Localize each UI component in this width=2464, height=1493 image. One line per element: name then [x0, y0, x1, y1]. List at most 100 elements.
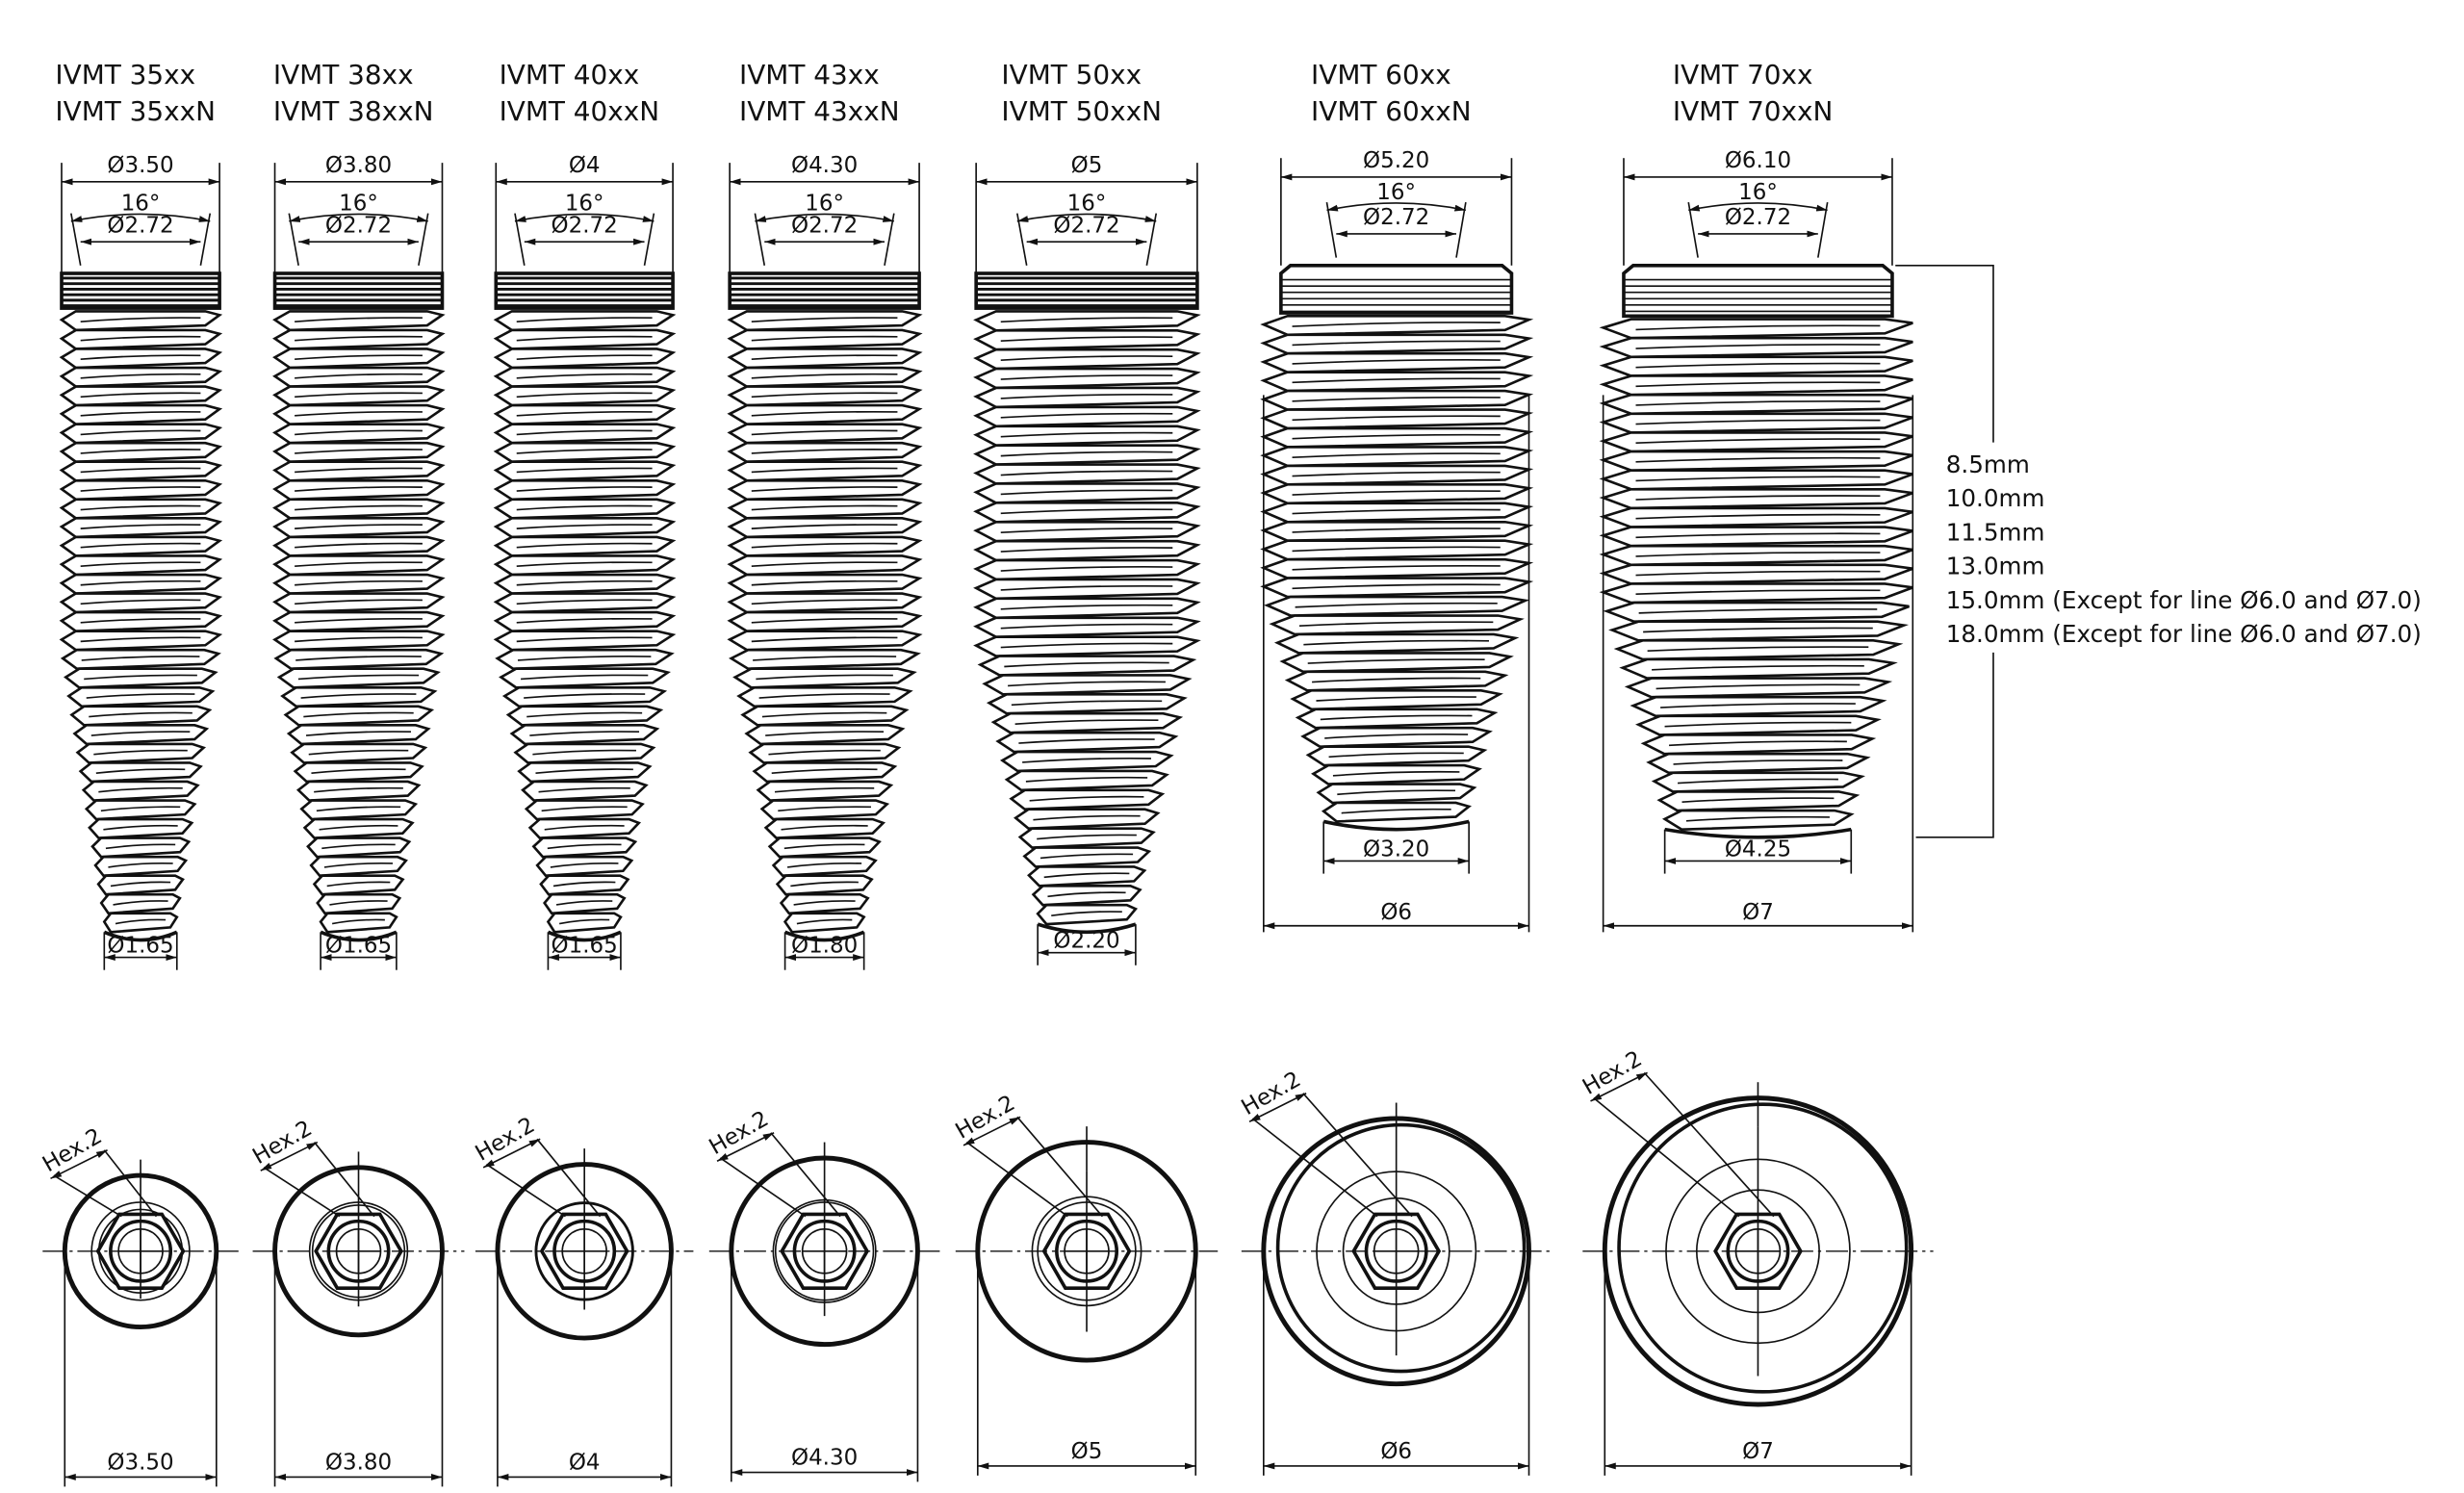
hex-socket: [314, 1212, 403, 1291]
hex-size-label: Hex.2: [951, 1091, 1019, 1145]
length-bracket: [1895, 264, 1994, 443]
hex-size-label: Hex.2: [472, 1113, 540, 1167]
taper-angle-dimension: [1688, 202, 1828, 212]
taper-angle-dimension: [1016, 213, 1157, 222]
model-n-label: IVMT 43xxN: [739, 95, 900, 127]
length-option: 15.0mm (Except for line Ø6.0 and Ø7.0): [1946, 586, 2422, 614]
top-diameter-label: Ø6.10: [1725, 148, 1791, 173]
taper-angle-dimension: [755, 213, 894, 222]
inner-diameter-label: Ø2.72: [1363, 205, 1429, 230]
top-diameter-label: Ø4: [569, 153, 601, 178]
inner-diameter-label: Ø2.72: [325, 213, 392, 238]
view-diameter-label: Ø3.80: [325, 1450, 392, 1475]
model-label: IVMT 60xx: [1311, 59, 1451, 90]
taper-angle-label: 16°: [1738, 180, 1778, 205]
model-label: IVMT 50xx: [1001, 59, 1142, 90]
apex-diameter-label: Ø2.20: [1053, 929, 1119, 954]
inner-diameter-label: Ø2.72: [1053, 213, 1119, 238]
model-n-label: IVMT 40xxN: [500, 95, 660, 127]
hex-socket: [539, 1212, 629, 1291]
hex-socket: [95, 1212, 186, 1291]
view-diameter-label: Ø4: [569, 1450, 601, 1475]
apex-diameter-label: Ø3.20: [1363, 837, 1429, 862]
apex-diameter-label: Ø1.65: [107, 934, 173, 959]
hex-size-label: Hex.2: [248, 1116, 317, 1170]
taper-angle-label: 16°: [805, 191, 844, 216]
implant-top-view: Hex.2Ø3.80: [248, 1116, 465, 1487]
model-n-label: IVMT 35xxN: [55, 95, 216, 127]
implant-top-view: Hex.2Ø6: [1238, 1067, 1552, 1476]
implant-top-view: Hex.2Ø3.50: [38, 1123, 239, 1487]
model-n-label: IVMT 50xxN: [1001, 95, 1162, 127]
hex-size-label: Hex.2: [1238, 1067, 1306, 1120]
taper-angle-label: 16°: [1376, 180, 1416, 205]
inner-diameter-label: Ø2.72: [1725, 205, 1791, 230]
body-diameter-label: Ø6: [1380, 900, 1412, 925]
hex-socket: [780, 1212, 870, 1291]
length-option: 10.0mm: [1946, 484, 2045, 512]
model-label: IVMT 43xx: [739, 59, 880, 90]
implant-side-view: [272, 271, 446, 942]
inner-diameter-label: Ø2.72: [107, 213, 173, 238]
implant-side-view: [59, 271, 223, 942]
view-diameter-label: Ø5: [1071, 1439, 1103, 1464]
taper-angle-dimension: [1326, 202, 1467, 212]
top-diameter-label: Ø4.30: [791, 153, 858, 178]
view-diameter-label: Ø3.50: [107, 1450, 173, 1475]
view-diameter-label: Ø7: [1742, 1439, 1774, 1464]
hex-socket: [1713, 1212, 1803, 1291]
hex-size-label: Hex.2: [1578, 1046, 1647, 1100]
taper-angle-label: 16°: [121, 191, 161, 216]
apex-diameter-label: Ø1.65: [325, 934, 392, 959]
implant-top-view: Hex.2Ø5: [951, 1091, 1219, 1476]
taper-angle-label: 16°: [339, 191, 378, 216]
hex-socket: [1041, 1212, 1132, 1291]
taper-angle-dimension: [289, 213, 428, 222]
model-label: IVMT 40xx: [500, 59, 640, 90]
length-options: 8.5mm 10.0mm 11.5mm 13.0mm 15.0mm (Except fo…: [1895, 264, 2422, 838]
view-diameter-label: Ø6: [1380, 1439, 1412, 1464]
apex-diameter-label: Ø1.80: [791, 934, 858, 959]
length-option: 8.5mm: [1946, 450, 2030, 478]
inner-diameter-label: Ø2.72: [791, 213, 858, 238]
inner-diameter-label: Ø2.72: [552, 213, 618, 238]
implant-side-view: [1260, 264, 1534, 832]
apex-diameter-label: Ø4.25: [1725, 837, 1791, 862]
taper-angle-dimension: [70, 213, 211, 222]
length-option: 18.0mm (Except for line Ø6.0 and Ø7.0): [1946, 620, 2422, 648]
top-diameter-label: Ø5: [1071, 153, 1103, 178]
taper-angle-label: 16°: [565, 191, 604, 216]
implant-side-view: [727, 271, 923, 942]
view-diameter-label: Ø4.30: [791, 1445, 858, 1470]
length-option: 11.5mm: [1946, 518, 2045, 546]
implant-top-view: Hex.2Ø4: [472, 1113, 694, 1487]
body-diameter-label: Ø7: [1742, 900, 1774, 925]
implant-top-view: Hex.2Ø7: [1578, 1046, 1934, 1476]
top-diameter-label: Ø5.20: [1363, 148, 1429, 173]
model-n-label: IVMT 70xxN: [1673, 95, 1834, 127]
implant-side-view: [1599, 264, 1913, 839]
hex-size-label: Hex.2: [705, 1106, 773, 1160]
model-label: IVMT 38xx: [273, 59, 414, 90]
taper-angle-dimension: [514, 213, 654, 222]
taper-angle-label: 16°: [1067, 191, 1107, 216]
top-diameter-label: Ø3.50: [107, 153, 173, 178]
model-n-label: IVMT 60xxN: [1311, 95, 1472, 127]
model-label: IVMT 35xx: [55, 59, 195, 90]
hex-socket: [1351, 1212, 1442, 1291]
model-label: IVMT 70xx: [1673, 59, 1813, 90]
hex-size-label: Hex.2: [38, 1123, 107, 1177]
implant-side-view: [493, 271, 677, 942]
implant-top-view: Hex.2Ø4.30: [705, 1106, 940, 1482]
length-option: 13.0mm: [1946, 553, 2045, 580]
model-n-label: IVMT 38xxN: [273, 95, 434, 127]
implant-side-view: [973, 271, 1201, 935]
